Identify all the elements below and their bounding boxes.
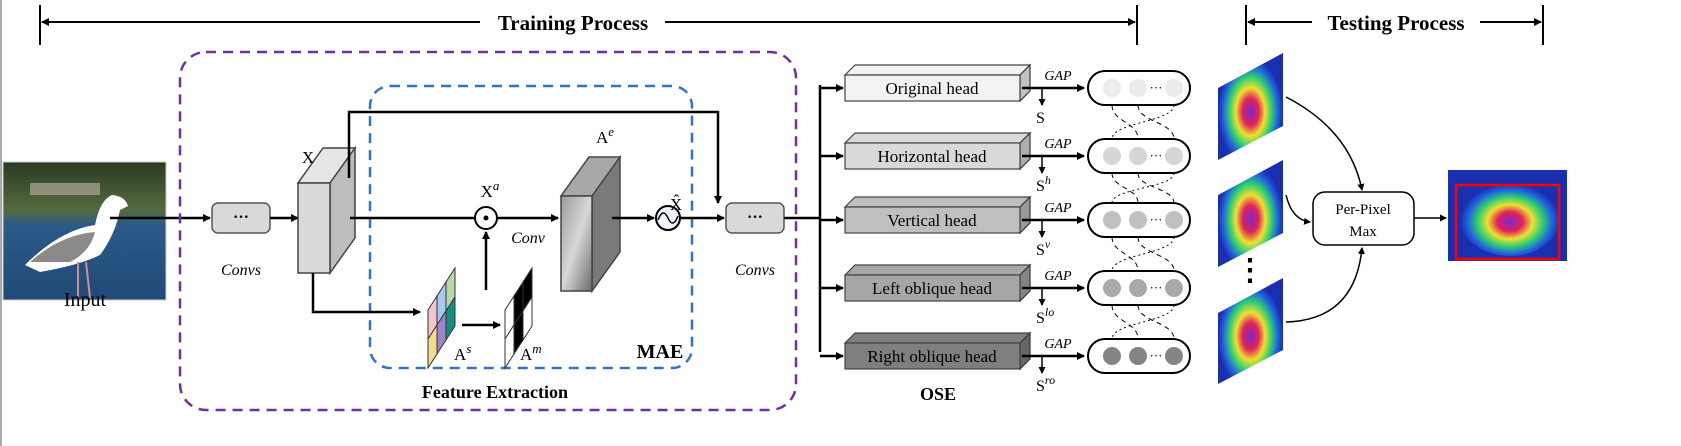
feature-node [1129, 147, 1147, 165]
head-label: Left oblique head [872, 279, 992, 298]
head-label: Original head [886, 79, 979, 98]
input-label: Input [64, 289, 107, 311]
convs-ellipsis-1: ··· [233, 209, 249, 226]
feature-node [1103, 211, 1121, 229]
feature-map-x [296, 145, 357, 276]
feature-node [1129, 347, 1147, 365]
feature-node [1129, 211, 1147, 229]
node-ellipsis: ··· [1150, 80, 1163, 95]
gap-label: GAP [1044, 337, 1072, 352]
gap-label: GAP [1044, 137, 1072, 152]
shuffle-link [1111, 236, 1175, 272]
input-image [2, 161, 167, 301]
head-box [844, 142, 1021, 170]
shuffle-link [1111, 104, 1139, 140]
attention-map-as [427, 266, 456, 370]
feature-node [1165, 279, 1183, 297]
head-0: Original head GAP S ··· [820, 63, 1191, 127]
attention-map-am [504, 266, 533, 370]
head-3: Left oblique head GAP Slo ··· [820, 263, 1191, 327]
conv-label: Conv [511, 230, 546, 247]
head-label: Horizontal head [877, 147, 987, 166]
training-process-label: Training Process [498, 11, 648, 35]
feature-extraction-label: Feature Extraction [422, 382, 568, 402]
feature-node [1165, 347, 1183, 365]
node-ellipsis: ··· [1150, 212, 1163, 227]
head-box [844, 206, 1021, 234]
ae-label: Ae [596, 124, 614, 147]
head-label: Right oblique head [867, 347, 997, 366]
output-heatmap [1448, 170, 1567, 261]
xhat-label: X̂ [670, 195, 682, 214]
shuffle-link [1111, 104, 1175, 140]
gap-label: GAP [1044, 69, 1072, 84]
xa-label: Xa [481, 178, 500, 201]
ose-label: OSE [920, 384, 956, 404]
heatmap-2 [1218, 160, 1283, 267]
feature-node [1129, 279, 1147, 297]
skip-connection-arrow [347, 110, 722, 204]
training-process-header: Training Process [39, 5, 1138, 45]
per-pixel-max-line2: Max [1349, 224, 1377, 240]
feature-node [1103, 147, 1121, 165]
heatmap-1 [1218, 53, 1283, 160]
mae-label: MAE [637, 341, 684, 363]
feature-node [1165, 79, 1183, 97]
feature-node [1129, 79, 1147, 97]
score-label: Slo [1036, 305, 1054, 327]
mae-box [368, 84, 694, 370]
score-label: S [1036, 110, 1045, 127]
score-label: Sro [1036, 373, 1055, 395]
feature-node [1103, 347, 1121, 365]
heatmap-3 [1218, 278, 1283, 384]
feature-node [1103, 279, 1121, 297]
shuffle-link [1111, 304, 1139, 340]
gap-label: GAP [1044, 201, 1072, 216]
elementwise-product-icon [474, 206, 498, 230]
head-box [844, 274, 1021, 302]
head-box [844, 342, 1021, 370]
per-pixel-max-line1: Per-Pixel [1335, 202, 1391, 218]
head-4: Right oblique head GAP Sro ··· [820, 331, 1191, 395]
testing-process-header: Testing Process [1245, 5, 1544, 45]
node-ellipsis: ··· [1150, 348, 1163, 363]
convs-label-2: Convs [735, 262, 775, 279]
shuffle-link [1111, 236, 1139, 272]
am-label: Am [520, 341, 542, 364]
score-label: Sh [1036, 173, 1051, 195]
testing-process-label: Testing Process [1327, 11, 1464, 35]
convs-ellipsis-2: ··· [747, 209, 763, 226]
node-ellipsis: ··· [1150, 280, 1163, 295]
shuffle-link [1111, 172, 1175, 204]
shuffle-link [1137, 172, 1175, 204]
as-label: As [454, 341, 471, 364]
shuffle-link [1111, 304, 1175, 340]
gap-label: GAP [1044, 269, 1072, 284]
localization-box [1454, 183, 1561, 261]
feature-node [1165, 211, 1183, 229]
shuffle-link [1137, 104, 1175, 140]
x-label: X [302, 148, 314, 167]
convs-label-1: Convs [221, 262, 261, 279]
feature-node [1165, 147, 1183, 165]
head-1: Horizontal head GAP Sh ··· [820, 131, 1191, 195]
feature-node [1103, 79, 1121, 97]
head-box [844, 74, 1021, 102]
feature-map-ae [559, 154, 622, 294]
feature-extraction-box [178, 50, 798, 412]
shuffle-link [1111, 172, 1139, 204]
head-label: Vertical head [887, 211, 977, 230]
shuffle-link [1137, 304, 1175, 340]
more-heatmaps-dots: ⋮ [1235, 254, 1265, 287]
shuffle-link [1137, 236, 1175, 272]
head-2: Vertical head GAP Sv ··· [820, 195, 1191, 259]
score-label: Sv [1036, 237, 1051, 259]
node-ellipsis: ··· [1150, 148, 1163, 163]
